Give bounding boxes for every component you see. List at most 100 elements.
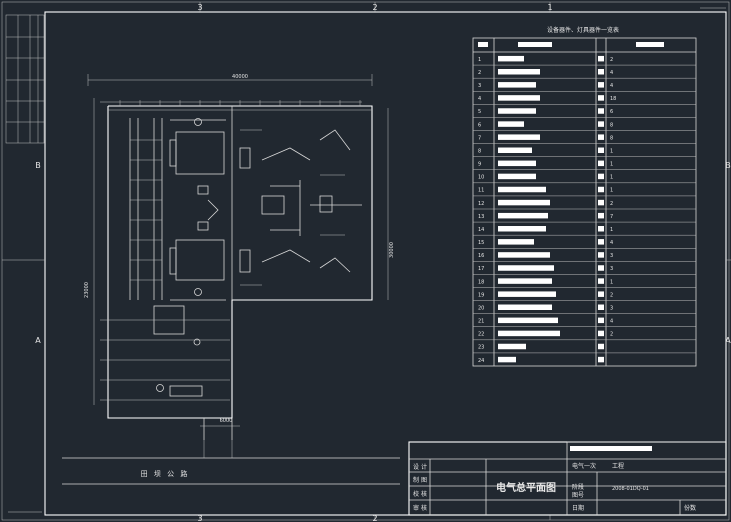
table-row-name-block xyxy=(498,330,560,337)
table-row-no: 6 xyxy=(478,122,481,128)
zone-marks: 3 2 1 3 2 B A B A xyxy=(35,3,731,522)
role-draw: 制 图 xyxy=(413,476,427,484)
table-row-name-block xyxy=(498,186,546,193)
table-row-no: 14 xyxy=(478,227,484,233)
dim-bottom-label: 6000 xyxy=(220,418,233,424)
table-row-name-block xyxy=(498,160,536,167)
table-row-unit-block xyxy=(598,304,604,311)
zone-mark-right-b: B xyxy=(725,161,731,170)
table-row-qty: 1 xyxy=(610,227,613,233)
table-row-unit-block xyxy=(598,95,604,101)
table-row-no: 22 xyxy=(478,332,484,338)
table-row-name-block xyxy=(498,291,556,297)
table-row-name-block xyxy=(498,343,526,350)
table-row-name-block xyxy=(498,108,536,114)
table-row-qty: 1 xyxy=(610,162,613,168)
zone-mark-side-b: B xyxy=(35,161,41,170)
table-row-unit-block xyxy=(598,55,604,62)
role-design: 设 计 xyxy=(413,463,427,471)
table-row-qty: 3 xyxy=(610,253,613,259)
table-row-name-block xyxy=(498,226,546,232)
table-row-no: 4 xyxy=(478,96,481,102)
role-check: 校 核 xyxy=(413,490,427,498)
table-row-unit-block xyxy=(598,226,604,232)
table-row-qty: 1 xyxy=(610,188,613,194)
table-row-unit-block xyxy=(598,317,604,324)
table-row-no: 20 xyxy=(478,305,484,311)
table-row-unit-block xyxy=(598,160,604,167)
table-row-qty: 8 xyxy=(610,122,613,128)
zone-mark-bottom-3: 3 xyxy=(197,514,202,522)
table-row-unit-block xyxy=(598,343,604,350)
discipline: 电气一次 xyxy=(572,462,596,470)
table-row-unit-block xyxy=(598,252,604,258)
title-block: 设 计 制 图 校 核 审 核 电气总平面图 电气一次 工程 阶段 图号 200… xyxy=(408,441,727,516)
dim-right-label: 30000 xyxy=(389,242,395,258)
table-row-qty: 1 xyxy=(610,279,613,285)
table-row-no: 21 xyxy=(478,319,484,325)
table-row-qty: 4 xyxy=(610,319,613,325)
drawing-title: 电气总平面图 xyxy=(496,481,556,494)
table-row-unit-block xyxy=(598,199,604,206)
table-row-name-block xyxy=(498,265,554,271)
zone-mark-right-a: A xyxy=(725,336,731,345)
table-row-unit-block xyxy=(598,82,604,88)
table-row-qty: 18 xyxy=(610,96,616,102)
table-row-unit-block xyxy=(598,108,604,114)
table-row-qty: 6 xyxy=(610,109,613,115)
table-row-qty: 3 xyxy=(610,266,613,272)
table-row-name-block xyxy=(498,212,548,219)
table-row-unit-block xyxy=(598,278,604,284)
table-row-name-block xyxy=(498,252,550,258)
table-row-name-block xyxy=(498,304,552,311)
zone-mark-top-2: 2 xyxy=(372,3,377,12)
table-row-name-block xyxy=(498,147,532,154)
page-label: 份数 xyxy=(684,504,696,512)
table-row-unit-block xyxy=(598,239,604,245)
table-row-qty: 4 xyxy=(610,70,613,76)
table-row-no: 7 xyxy=(478,135,481,141)
table-row-name-block xyxy=(498,356,516,363)
table-title: 设备器件、灯具器件一览表 xyxy=(547,26,619,34)
table-row-no: 1 xyxy=(478,57,481,63)
table-row-no: 18 xyxy=(478,279,484,285)
table-row-qty: 2 xyxy=(610,292,613,298)
drawing-no: 2008-01DQ-01 xyxy=(612,486,649,492)
zone-mark-top-1: 1 xyxy=(547,3,552,12)
table-row-unit-block xyxy=(598,291,604,297)
table-row-no: 10 xyxy=(478,175,484,181)
table-row-no: 16 xyxy=(478,253,484,259)
table-row-qty: 7 xyxy=(610,214,613,220)
table-row-no: 8 xyxy=(478,148,481,154)
table-row-unit-block xyxy=(598,134,604,140)
zone-mark-bottom-2: 2 xyxy=(372,514,377,522)
table-row-no: 19 xyxy=(478,292,484,298)
table-row-name-block xyxy=(498,278,552,284)
table-row-name-block xyxy=(498,317,558,324)
stage-label: 阶段 xyxy=(572,483,584,491)
table-row-no: 11 xyxy=(478,188,484,194)
table-row-name-block xyxy=(498,134,540,140)
dim-left-label: 23000 xyxy=(84,282,90,298)
role-approve: 审 核 xyxy=(413,504,427,512)
dim-top-label: 40000 xyxy=(232,74,248,80)
table-row-name-block xyxy=(498,55,524,62)
table-row-qty: 3 xyxy=(610,305,613,311)
table-row-qty: 1 xyxy=(610,148,613,154)
table-row-qty: 2 xyxy=(610,201,613,207)
zone-mark-side-a: A xyxy=(35,336,41,345)
table-row-no: 2 xyxy=(478,70,481,76)
table-row-unit-block xyxy=(598,186,604,193)
table-row-name-block xyxy=(498,121,524,127)
table-row-no: 24 xyxy=(478,358,484,364)
table-row-name-block xyxy=(498,69,540,75)
table-row-no: 17 xyxy=(478,266,484,272)
table-row-no: 12 xyxy=(478,201,484,207)
table-row-qty: 1 xyxy=(610,175,613,181)
table-row-name-block xyxy=(498,95,540,101)
table-row-qty: 4 xyxy=(610,83,613,89)
table-row-name-block xyxy=(498,82,536,88)
table-row-qty: 2 xyxy=(610,332,613,338)
table-row-no: 5 xyxy=(478,109,481,115)
